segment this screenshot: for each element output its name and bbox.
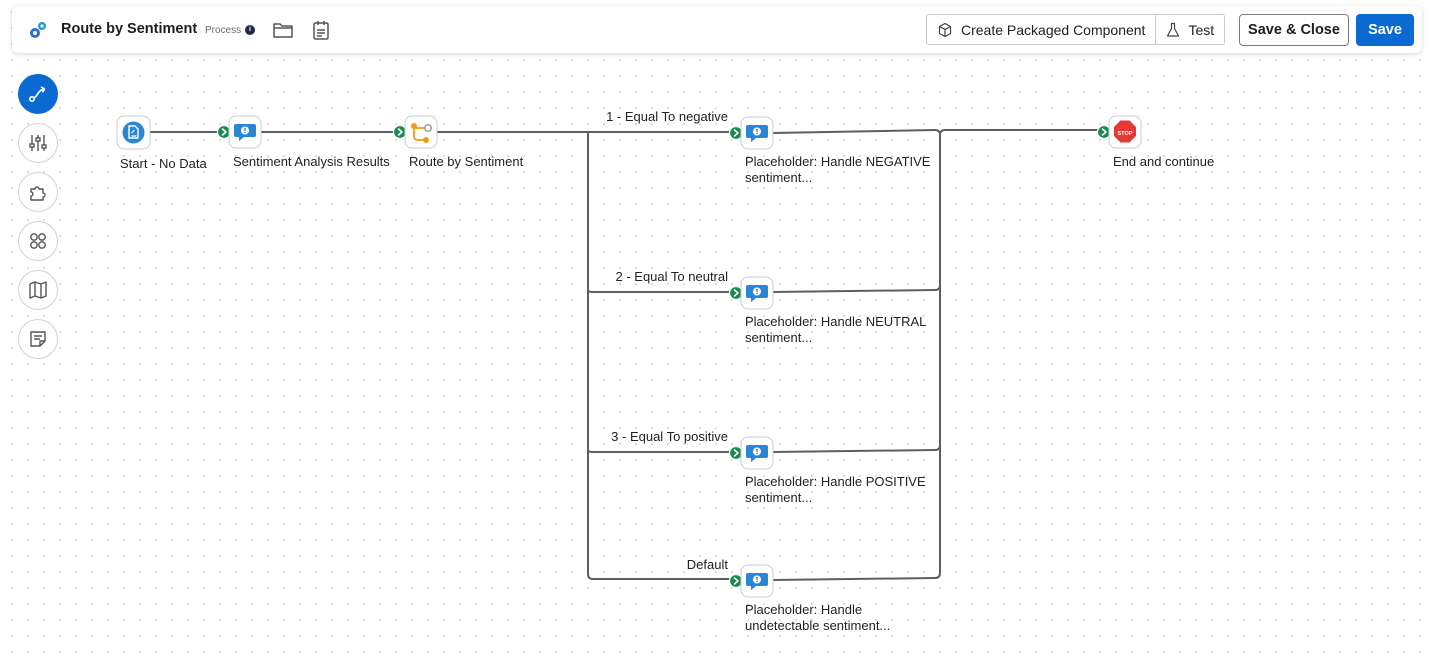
package-icon: [938, 22, 952, 37]
shape-negative-label-line2: sentiment...: [745, 170, 812, 185]
connector-merge-trunk: [939, 129, 1102, 573]
create-packaged-component-button[interactable]: Create Packaged Component: [927, 15, 1155, 44]
save-button[interactable]: Save: [1356, 14, 1414, 46]
notes-icon[interactable]: [309, 18, 333, 42]
shape-handle-default[interactable]: Placeholder: Handle undetectable sentime…: [728, 564, 891, 633]
shape-handle-positive[interactable]: Placeholder: Handle POSITIVE sentiment..…: [728, 436, 926, 505]
route-icon: [28, 86, 46, 103]
shape-positive-label-line2: sentiment...: [745, 490, 812, 505]
document-icon: [122, 121, 145, 144]
note-icon: [30, 331, 46, 347]
connector-branch-positive: [587, 449, 733, 453]
shape-default-label-line2: undetectable sentiment...: [745, 618, 890, 633]
test-button[interactable]: Test: [1155, 15, 1224, 44]
connector-default-out: [771, 572, 941, 581]
folder-icon[interactable]: [271, 18, 295, 42]
save-and-close-button[interactable]: Save & Close: [1239, 14, 1349, 46]
rail-build-button[interactable]: [18, 74, 58, 114]
route-label-positive: 3 - Equal To positive: [611, 429, 728, 444]
rail-map-button[interactable]: [18, 270, 58, 310]
shape-handle-negative[interactable]: Placeholder: Handle NEGATIVE sentiment..…: [728, 116, 931, 185]
shape-end-label: End and continue: [1113, 154, 1214, 169]
stop-icon: STOP: [1114, 120, 1136, 143]
connector-branch-neutral: [587, 289, 733, 293]
connector-branch-trunk: [587, 132, 733, 580]
puzzle-icon: [30, 186, 46, 201]
shape-start[interactable]: Start - No Data: [116, 115, 207, 171]
shape-end[interactable]: STOP End and continue: [1096, 115, 1215, 169]
connector-negative-out: [771, 128, 941, 136]
page-title: Route by Sentiment: [61, 21, 198, 37]
route-label-negative: 1 - Equal To negative: [606, 109, 728, 124]
route-label-default: Default: [687, 557, 729, 572]
rail-extensions-button[interactable]: [18, 172, 58, 212]
rail-notes-button[interactable]: [18, 319, 58, 359]
shape-neutral-label-line2: sentiment...: [745, 330, 812, 345]
process-type-label: Process: [205, 25, 242, 36]
shape-sentiment-analysis[interactable]: Sentiment Analysis Results: [216, 115, 391, 169]
shape-negative-label-line1: Placeholder: Handle NEGATIVE: [745, 154, 931, 169]
rail-components-button[interactable]: [18, 221, 58, 261]
header-button-group: Create Packaged Component Test: [926, 14, 1226, 45]
route-branch-icon: [411, 123, 433, 143]
map-icon: [29, 281, 47, 299]
connector-neutral-out: [771, 284, 941, 293]
test-label: Test: [1188, 21, 1215, 38]
shape-handle-neutral[interactable]: Placeholder: Handle NEUTRAL sentiment...: [728, 276, 927, 345]
route-label-neutral: 2 - Equal To neutral: [616, 269, 729, 284]
rail-configure-button[interactable]: [18, 123, 58, 163]
shape-neutral-label-line1: Placeholder: Handle NEUTRAL: [745, 314, 926, 329]
sliders-icon: [29, 135, 47, 151]
info-icon[interactable]: i: [245, 25, 255, 35]
shape-route-label: Route by Sentiment: [409, 154, 524, 169]
process-gears-icon: [30, 22, 46, 38]
flask-icon: [1167, 22, 1180, 37]
stop-sign-text: STOP: [1118, 131, 1133, 137]
shape-default-label-line1: Placeholder: Handle: [745, 602, 862, 617]
shape-positive-label-line1: Placeholder: Handle POSITIVE: [745, 474, 926, 489]
connector-lines: [150, 128, 1102, 581]
connector-positive-out: [771, 444, 941, 453]
shape-start-label: Start - No Data: [120, 156, 207, 171]
shape-route[interactable]: Route by Sentiment: [392, 115, 524, 169]
grid-circles-icon: [30, 233, 46, 249]
create-packaged-component-label: Create Packaged Component: [961, 21, 1146, 38]
process-header: Route by Sentiment Process i Create Pack…: [12, 6, 1422, 53]
shape-sentiment-label: Sentiment Analysis Results: [233, 154, 390, 169]
